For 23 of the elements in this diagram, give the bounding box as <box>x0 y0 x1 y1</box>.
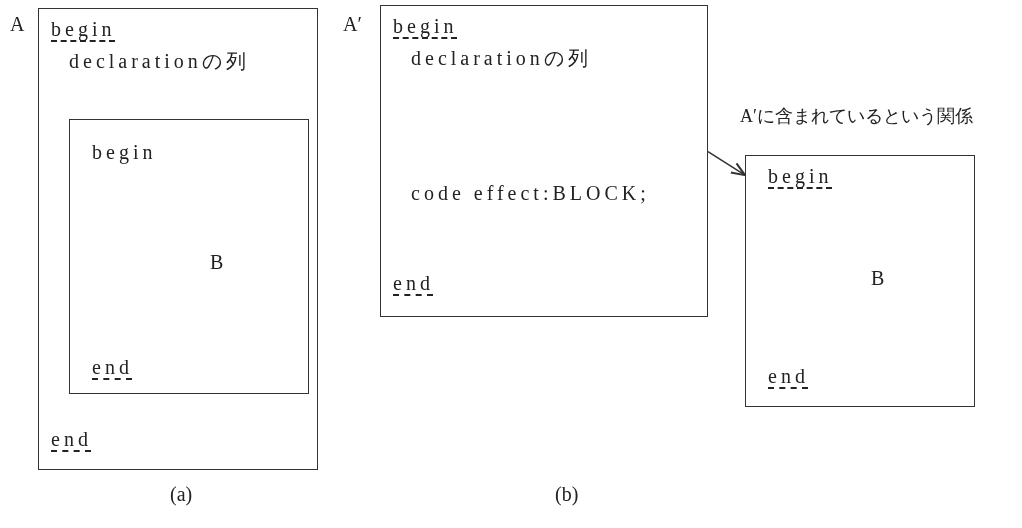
arrow <box>707 150 746 177</box>
code-text: B <box>871 266 889 290</box>
code-text: declarationの列 <box>411 46 592 70</box>
code-text: B <box>210 250 228 274</box>
code-text: end <box>92 355 133 379</box>
figure-caption: (a) <box>170 482 193 506</box>
block-name: A′ <box>343 12 362 36</box>
block-box <box>745 155 975 407</box>
block-name: A <box>10 12 25 36</box>
code-text: code effect:BLOCK; <box>411 181 650 205</box>
figure-caption: (b) <box>555 482 579 506</box>
code-text: begin <box>393 14 458 38</box>
code-text: end <box>393 271 434 295</box>
block-box <box>38 8 318 470</box>
code-text: end <box>51 427 92 451</box>
code-text: begin <box>51 17 116 41</box>
code-text: begin <box>92 140 157 164</box>
code-text: begin <box>768 164 833 188</box>
code-text: declarationの列 <box>69 49 250 73</box>
edge-label: A′に含まれているという関係 <box>740 104 973 128</box>
block-box <box>69 119 309 394</box>
code-text: end <box>768 364 809 388</box>
block-box <box>380 5 708 317</box>
